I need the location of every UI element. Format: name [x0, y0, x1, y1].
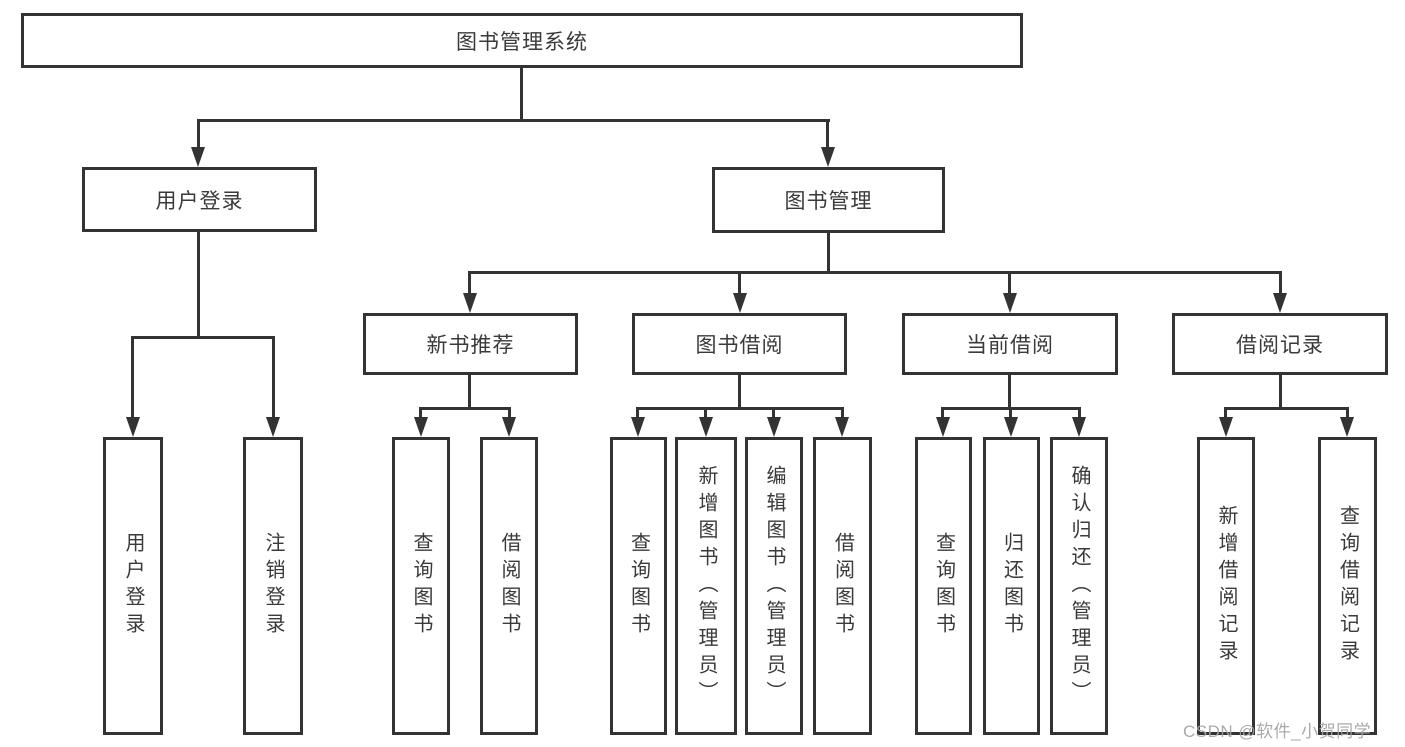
- leaf-add-borrow-record: 新增借阅记录: [1197, 437, 1255, 735]
- node-label: 借阅记录: [1236, 334, 1324, 357]
- node-label: 图书管理系统: [456, 30, 588, 54]
- connector-line: [772, 407, 775, 421]
- leaf-query-books-recommend: 查询图书: [392, 437, 450, 735]
- node-book-borrowing: 图书借阅: [632, 313, 847, 375]
- connector-line: [131, 336, 275, 339]
- connector-line: [1346, 407, 1349, 421]
- connector-line: [1009, 407, 1012, 421]
- node-current-borrowing: 当前借阅: [902, 313, 1118, 375]
- leaf-edit-books-admin: 编辑图书（管理员）: [745, 437, 803, 735]
- leaf-label: 查询图书: [932, 532, 955, 640]
- csdn-watermark: CSDN @软件_小贺同学: [1183, 722, 1372, 741]
- node-user-login: 用户登录: [82, 167, 317, 232]
- arrow-down-icon: [821, 147, 835, 167]
- leaf-query-books-borrowing: 查询图书: [610, 437, 667, 735]
- node-label: 用户登录: [155, 189, 244, 213]
- arrow-down-icon: [414, 417, 428, 437]
- arrow-down-icon: [835, 417, 849, 437]
- connector-line: [1224, 407, 1349, 410]
- node-label: 当前借阅: [966, 334, 1054, 357]
- connector-line: [704, 407, 707, 421]
- connector-line: [738, 375, 741, 410]
- connector-line: [197, 232, 200, 339]
- connector-line: [738, 271, 741, 297]
- connector-line: [468, 271, 471, 297]
- arrow-down-icon: [699, 417, 713, 437]
- leaf-label: 查询图书: [410, 532, 432, 640]
- connector-line: [1279, 375, 1282, 410]
- arrow-down-icon: [767, 417, 781, 437]
- leaf-label: 查询借阅记录: [1336, 505, 1359, 667]
- leaf-label: 借阅图书: [498, 532, 520, 640]
- arrow-down-icon: [1273, 293, 1287, 313]
- connector-line: [827, 233, 830, 274]
- arrow-down-icon: [1004, 417, 1018, 437]
- arrow-down-icon: [463, 293, 477, 313]
- connector-line: [468, 375, 471, 410]
- leaf-label: 归还图书: [1000, 532, 1023, 640]
- connector-line: [1224, 407, 1227, 421]
- connector-line: [636, 407, 844, 410]
- arrow-down-icon: [191, 147, 205, 167]
- connector-line: [841, 407, 844, 421]
- node-book-management: 图书管理: [712, 167, 945, 233]
- leaf-label: 借阅图书: [831, 532, 854, 640]
- arrow-down-icon: [126, 417, 140, 437]
- leaf-label: 注销登录: [262, 532, 284, 640]
- connector-line: [197, 119, 830, 122]
- node-new-book-recommend: 新书推荐: [363, 313, 578, 375]
- leaf-logout: 注销登录: [243, 437, 303, 735]
- arrow-down-icon: [631, 417, 645, 437]
- connector-line: [272, 336, 275, 420]
- leaf-query-books-current: 查询图书: [915, 437, 972, 735]
- arrow-down-icon: [1003, 293, 1017, 313]
- leaf-user-login: 用户登录: [103, 437, 163, 735]
- connector-line: [1279, 271, 1282, 297]
- node-label: 图书借阅: [695, 334, 784, 357]
- arrow-down-icon: [936, 417, 950, 437]
- leaf-label: 编辑图书（管理员）: [763, 464, 785, 708]
- node-root-system: 图书管理系统: [21, 13, 1023, 68]
- arrow-down-icon: [1219, 417, 1233, 437]
- leaf-label: 确认归还（管理员）: [1068, 464, 1090, 708]
- connector-line: [520, 68, 523, 122]
- connector-line: [636, 407, 639, 421]
- node-label: 新书推荐: [426, 334, 515, 357]
- arrow-down-icon: [1072, 417, 1086, 437]
- connector-line: [1078, 407, 1081, 421]
- arrow-down-icon: [502, 417, 516, 437]
- connector-line: [468, 271, 1282, 274]
- connector-line: [419, 407, 511, 410]
- leaf-label: 用户登录: [122, 532, 144, 640]
- leaf-query-borrow-record: 查询借阅记录: [1318, 437, 1377, 735]
- arrow-down-icon: [266, 417, 280, 437]
- node-label: 图书管理: [784, 190, 873, 213]
- leaf-label: 查询图书: [627, 532, 650, 640]
- leaf-label: 新增借阅记录: [1215, 505, 1237, 667]
- connector-line: [826, 119, 829, 150]
- connector-line: [131, 336, 134, 420]
- connector-line: [1008, 271, 1011, 297]
- leaf-return-books: 归还图书: [983, 437, 1040, 735]
- arrow-down-icon: [1340, 417, 1354, 437]
- connector-line: [508, 407, 511, 421]
- connector-line: [419, 407, 422, 421]
- node-borrowing-records: 借阅记录: [1172, 313, 1388, 375]
- connector-line: [1008, 375, 1011, 410]
- arrow-down-icon: [733, 293, 747, 313]
- leaf-borrow-books-recommend: 借阅图书: [480, 437, 538, 735]
- leaf-add-books-admin: 新增图书（管理员）: [675, 437, 737, 735]
- leaf-label: 新增图书（管理员）: [695, 464, 717, 708]
- leaf-confirm-return-admin: 确认归还（管理员）: [1050, 437, 1108, 735]
- leaf-borrow-books-borrowing: 借阅图书: [813, 437, 872, 735]
- connector-line: [941, 407, 944, 421]
- connector-line: [197, 119, 200, 150]
